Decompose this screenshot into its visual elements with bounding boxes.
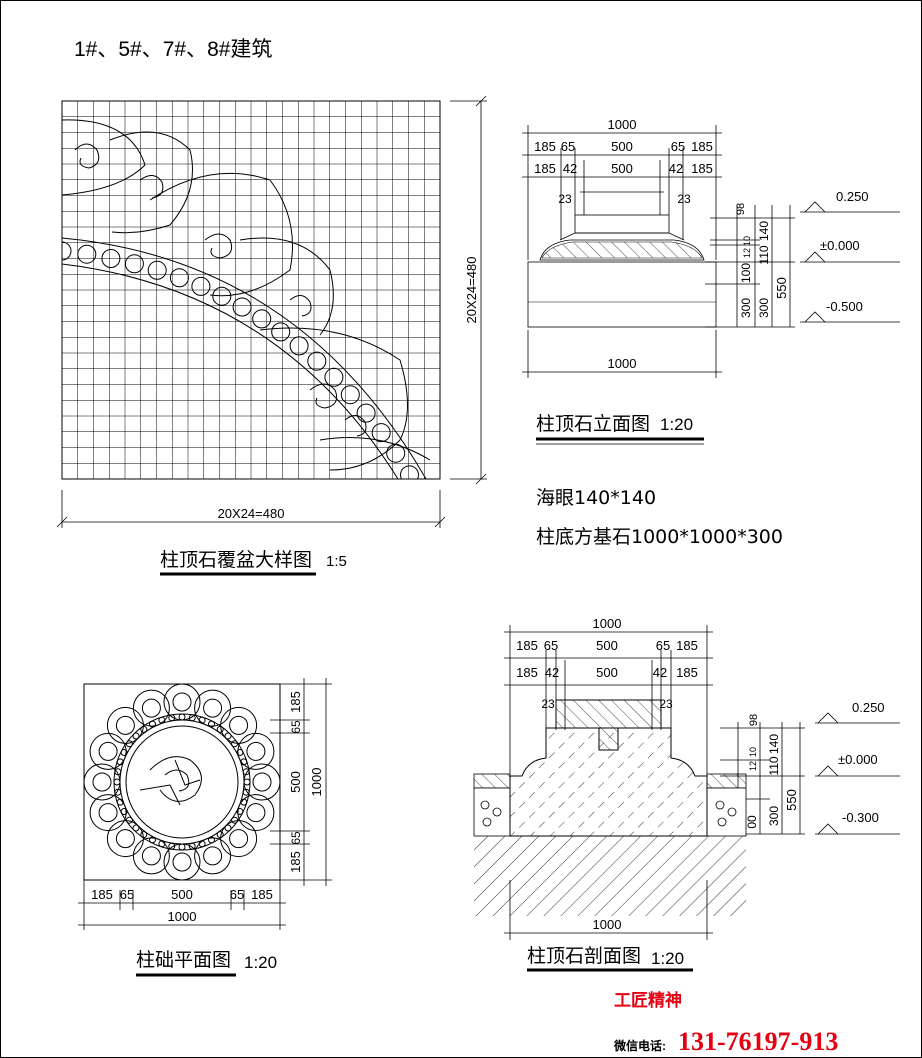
- plan-b-185a: 185: [91, 887, 113, 902]
- phone-label: 微信电话:: [613, 1038, 666, 1053]
- plan-scale: 1:20: [244, 953, 277, 972]
- elevation-view: 1000 185 65 500 65 185 185 42 500 42 185…: [522, 117, 900, 445]
- elev-r2-b: 42: [563, 161, 577, 176]
- lotus-petal-pattern: [62, 119, 431, 479]
- sect-v-10: 10: [748, 747, 758, 757]
- plan-b-500: 500: [171, 887, 193, 902]
- slogan: 工匠精神: [614, 990, 682, 1011]
- sect-v-110: 110: [767, 756, 781, 775]
- sect-v-00: 00: [745, 815, 759, 829]
- elev-level-bottom: -0.500: [826, 299, 863, 314]
- grid-caption: 柱顶石覆盆大样图: [160, 549, 312, 571]
- elev-r1-a: 185: [534, 139, 556, 154]
- sect-r1-c: 500: [596, 638, 618, 653]
- sect-r1-a: 185: [516, 638, 538, 653]
- sect-r2-e: 185: [676, 665, 698, 680]
- elev-r2-a: 185: [534, 161, 556, 176]
- elev-v-300a: 300: [739, 298, 753, 318]
- note-haiyan: 海眼140*140: [536, 487, 656, 509]
- plan-caption: 柱础平面图: [136, 949, 231, 971]
- elev-v-10: 10: [742, 236, 752, 246]
- elev-r1-c: 500: [611, 139, 633, 154]
- elev-bottom-dim: 1000: [608, 356, 637, 371]
- elev-r2-e: 185: [691, 161, 713, 176]
- sect-bottom-dim: 1000: [593, 917, 622, 932]
- drawing-title: 1#、5#、7#、8#建筑: [74, 38, 272, 61]
- elev-level-top: 0.250: [836, 189, 869, 204]
- sect-r1-e: 185: [676, 638, 698, 653]
- sect-r2-c: 500: [596, 665, 618, 680]
- plan-bottom-total: 1000: [168, 909, 197, 924]
- elev-total-top: 1000: [608, 117, 637, 132]
- phone-number: 131-76197-913: [678, 1027, 838, 1056]
- section-caption: 柱顶石剖面图: [527, 945, 641, 967]
- elev-r1-b: 65: [561, 139, 575, 154]
- elev-level-zero: ±0.000: [820, 238, 860, 253]
- elevation-caption: 柱顶石立面图: [536, 413, 650, 435]
- elev-r1-d: 65: [671, 139, 685, 154]
- elev-v-98: 98: [735, 203, 747, 215]
- grid-detail: 20X24=480 20X24=480 柱顶石覆盆大样图 1:5: [56, 95, 487, 576]
- elevation-scale: 1:20: [660, 415, 693, 434]
- grid-scale: 1:5: [326, 553, 347, 570]
- sect-small-b: 23: [659, 697, 673, 711]
- sect-r2-b: 42: [545, 665, 559, 680]
- sect-r2-d: 42: [653, 665, 667, 680]
- plan-b-185b: 185: [251, 887, 273, 902]
- section-view: 1000 185 65 500 65 185 185 42 500 42 185…: [473, 616, 900, 972]
- elev-v-12: 12: [742, 248, 752, 258]
- elev-r2-d: 42: [669, 161, 683, 176]
- sect-v-98: 98: [748, 714, 760, 726]
- plan-view: 185 65 500 65 185 1000 185 65 500 65 185…: [78, 678, 332, 977]
- elev-small-b: 23: [677, 192, 691, 206]
- plan-b-65a: 65: [120, 887, 134, 902]
- sect-level-bottom: -0.300: [842, 810, 879, 825]
- sect-v-12: 12: [748, 761, 758, 771]
- plan-r-185a: 185: [288, 691, 303, 713]
- sect-r1-b: 65: [544, 638, 558, 653]
- plan-r-65a: 65: [289, 720, 303, 734]
- elev-v-100: 100: [739, 263, 753, 283]
- grid-width-dim: 20X24=480: [218, 506, 285, 521]
- elev-v-110: 110: [757, 245, 771, 264]
- sect-v-550: 550: [784, 789, 799, 811]
- plan-r-185b: 185: [288, 851, 303, 873]
- plan-r-65b: 65: [289, 831, 303, 845]
- note-base-stone: 柱底方基石1000*1000*300: [536, 526, 783, 548]
- elev-r1-e: 185: [691, 139, 713, 154]
- plan-right-total: 1000: [309, 768, 324, 797]
- sect-v-140: 140: [767, 734, 781, 754]
- sect-small-a: 23: [541, 697, 555, 711]
- sect-total-top: 1000: [593, 616, 622, 631]
- elev-v-550: 550: [774, 277, 789, 299]
- sect-r2-a: 185: [516, 665, 538, 680]
- elev-v-300b: 300: [757, 298, 771, 318]
- sect-level-top: 0.250: [852, 700, 885, 715]
- sect-level-zero: ±0.000: [838, 752, 878, 767]
- sect-r1-d: 65: [656, 638, 670, 653]
- section-scale: 1:20: [651, 949, 684, 968]
- plan-r-500: 500: [288, 771, 303, 793]
- elev-v-140: 140: [757, 221, 771, 241]
- grid-height-dim: 20X24=480: [464, 257, 479, 324]
- plan-b-65b: 65: [230, 887, 244, 902]
- elev-r2-c: 500: [611, 161, 633, 176]
- sect-v-300: 300: [767, 806, 781, 826]
- elev-small-a: 23: [558, 192, 572, 206]
